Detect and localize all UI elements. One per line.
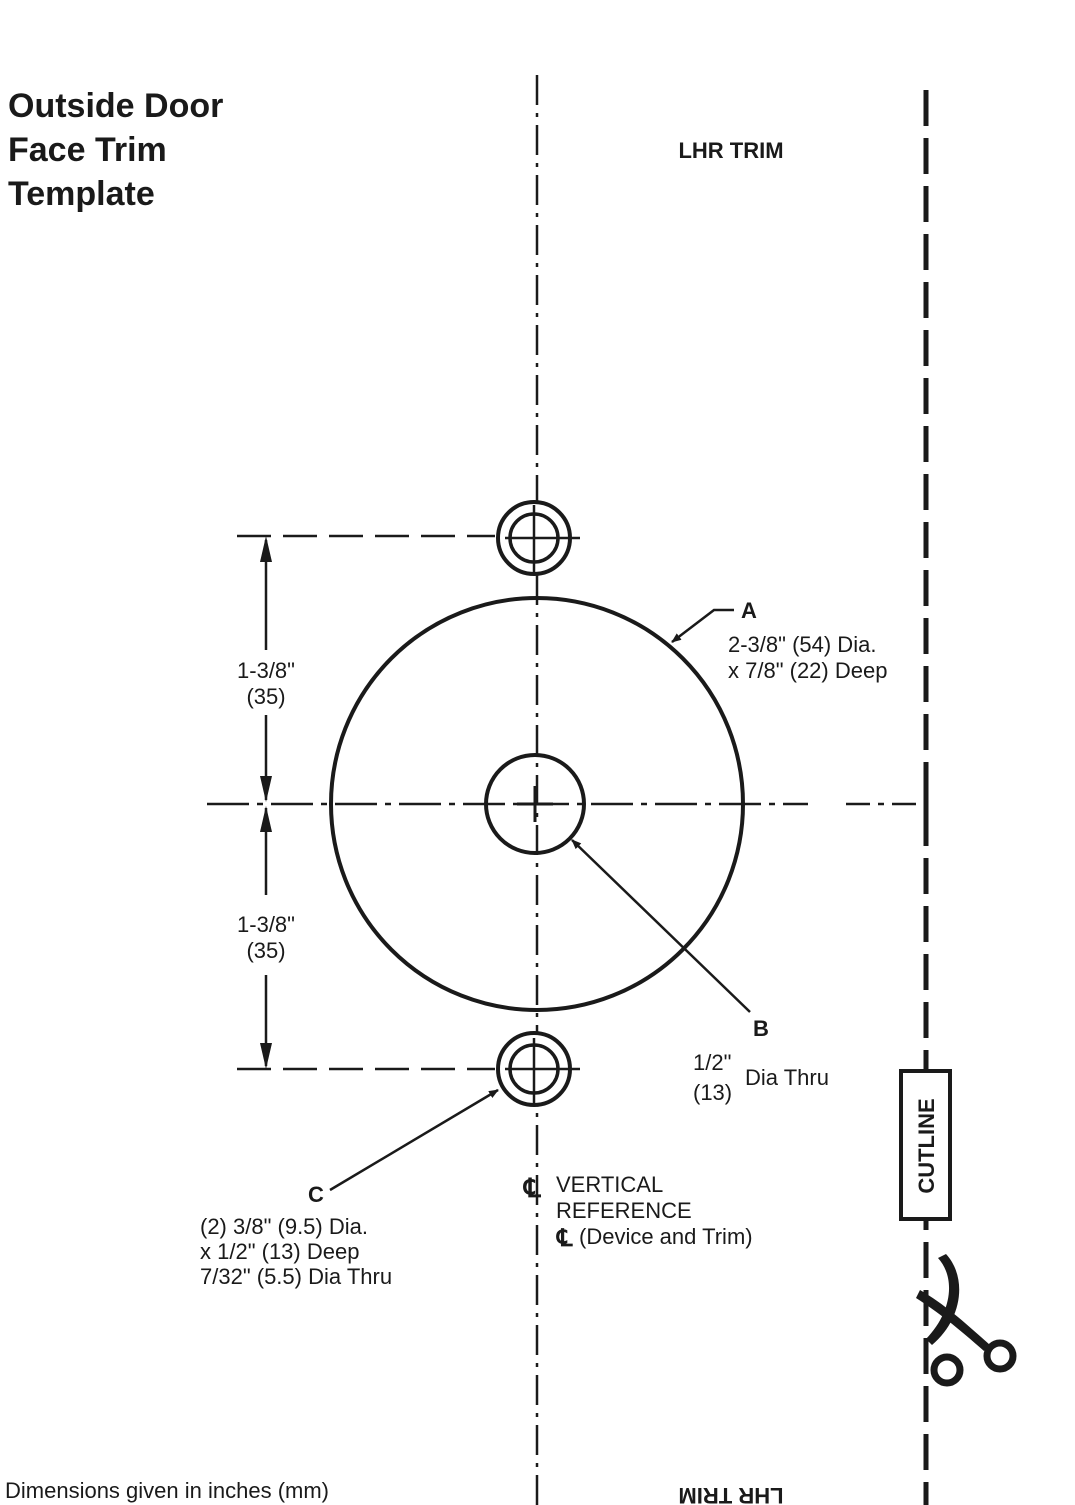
dimension-upper-mm: (35) [246,684,285,709]
dimension-upper-inches: 1-3/8" [237,658,295,683]
callout-c-depth: x 1/2" (13) Deep [200,1239,359,1264]
callout-b-mm: (13) [693,1080,732,1105]
vertical-reference-line-1: VERTICAL [556,1172,663,1197]
dimension-upper [260,536,272,802]
title-line-2: Face Trim [8,131,167,169]
centerline-symbol: ℄ [523,1173,542,1203]
trim-label-bottom-inverted: LHR TRIM [678,1483,783,1505]
callout-c-thru: 7/32" (5.5) Dia Thru [200,1264,392,1289]
callout-c-diameter: (2) 3/8" (9.5) Dia. [200,1214,368,1239]
callout-a-leader [671,608,734,643]
callout-b-inches: 1/2" [693,1050,731,1075]
dimension-lower [260,806,272,1069]
hole-a-circle [329,596,745,1012]
callout-b-suffix: Dia Thru [745,1065,829,1090]
page-title: Outside Door Face Trim Template [8,87,223,213]
callout-a-letter: A [741,598,757,623]
scissors-icon [916,1254,1017,1387]
hole-b-circle [484,753,586,855]
cutline-label-box: CUTLINE [899,1069,952,1221]
dimensions-note: Dimensions given in inches (mm) [5,1478,329,1503]
dimension-lower-mm: (35) [246,938,285,963]
callout-b-letter: B [753,1016,769,1041]
vertical-reference-line-2: REFERENCE [556,1198,692,1223]
hole-c-lower [496,1031,580,1107]
callout-c-letter: C [308,1182,324,1207]
title-line-3: Template [8,175,155,213]
callout-c-leader [329,1088,499,1192]
dimension-lower-inches: 1-3/8" [237,912,295,937]
centerline-symbol-small: ℄ [556,1225,573,1252]
callout-b-leader [571,839,751,1013]
hole-c-upper [496,500,580,576]
callout-a-depth: x 7/8" (22) Deep [728,658,887,683]
trim-label-top: LHR TRIM [678,138,783,163]
vertical-reference-line-3: (Device and Trim) [579,1224,753,1249]
cutline-label: CUTLINE [914,1098,939,1193]
title-line-1: Outside Door [8,87,223,125]
callout-a-diameter: 2-3/8" (54) Dia. [728,632,876,657]
